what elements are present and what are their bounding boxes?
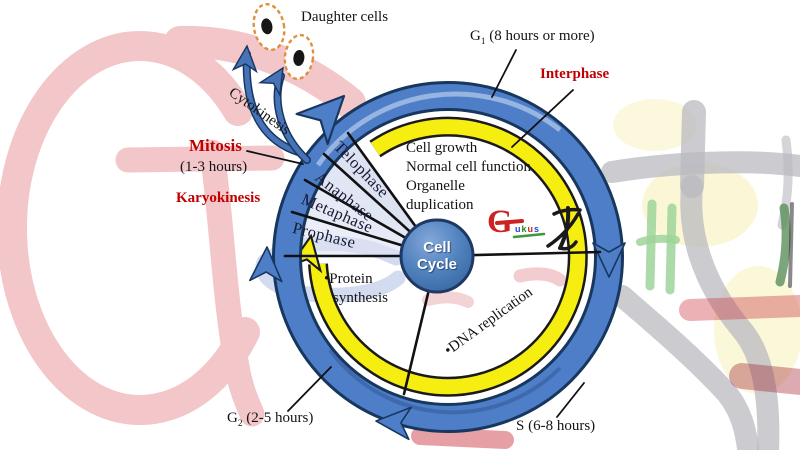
daughter-cell-1-nucleus xyxy=(261,18,273,35)
center-line-2: Cycle xyxy=(416,256,458,273)
brand-logo-letters: ukus xyxy=(515,224,541,234)
interphase-functions: Cell growth Normal cell function Organel… xyxy=(406,139,531,215)
growth-line-1: Cell growth xyxy=(406,140,478,156)
center-line-1: Cell xyxy=(423,239,451,256)
growth-line-3: Organelle xyxy=(406,178,465,194)
cytokinesis-arrows xyxy=(231,44,311,164)
brand-mark-glyph xyxy=(495,206,582,251)
interphase-label: Interphase xyxy=(540,66,610,82)
watermark-layer xyxy=(0,25,800,450)
g1-label: G1 (8 hours or more) xyxy=(470,28,595,47)
ring-arrowheads xyxy=(249,94,626,441)
mitosis-label: Mitosis xyxy=(189,136,242,155)
protein-synthesis-label-line2: synthesis xyxy=(333,290,389,306)
growth-line-2: Normal cell function xyxy=(406,159,531,175)
pointer-g2 xyxy=(287,366,332,412)
pointer-g1 xyxy=(491,49,517,98)
brand-logo-g: G xyxy=(487,204,513,240)
pointer-interphase xyxy=(511,89,574,148)
sector-telophase xyxy=(324,133,437,256)
arrowhead-bottom xyxy=(375,406,412,441)
mitosis-duration-label: (1-3 hours) xyxy=(180,159,248,175)
protein-synthesis-label-line1: •Protein xyxy=(324,271,373,287)
growth-line-4: duplication xyxy=(406,197,474,213)
pointer-s xyxy=(556,382,585,418)
arrowhead-left xyxy=(249,246,283,283)
s-phase-label: S (6-8 hours) xyxy=(516,418,596,434)
daughter-cell-2-nucleus xyxy=(293,50,305,66)
g2-label: G2 (2-5 hours) xyxy=(227,410,314,429)
center-circle xyxy=(399,218,475,294)
center-circle-label: Cell Cycle xyxy=(417,239,457,273)
sector-anaphase xyxy=(305,154,437,256)
daughter-cells xyxy=(252,3,315,81)
arrowhead-top-left xyxy=(295,94,346,146)
sector-metaphase xyxy=(292,180,437,256)
pointer-lines xyxy=(246,49,585,418)
daughter-cells-label: Daughter cells xyxy=(301,9,389,25)
karyokinesis-label: Karyokinesis xyxy=(176,190,261,206)
pointer-mitosis xyxy=(246,150,304,165)
